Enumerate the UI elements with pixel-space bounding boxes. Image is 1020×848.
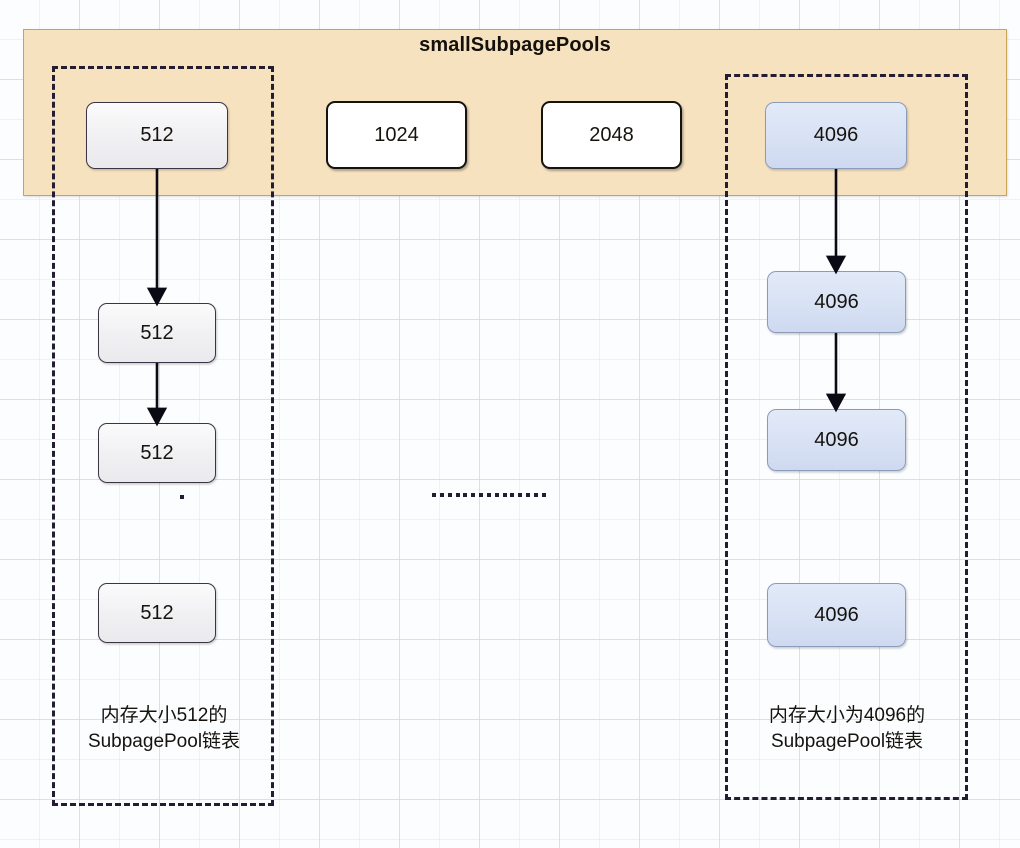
chain-node-512-2[interactable]: 512 bbox=[98, 423, 216, 483]
header-node-1024[interactable]: 1024 bbox=[326, 101, 467, 169]
ellipsis-dot bbox=[463, 493, 468, 497]
node-label: 512 bbox=[140, 441, 174, 464]
caption-subpage-pool-4096: 内存大小为4096的 SubpagePool链表 bbox=[768, 705, 926, 753]
subpage-pool-512-group bbox=[52, 66, 274, 806]
ellipsis-dot bbox=[447, 493, 452, 497]
chain-node-512-3[interactable]: 512 bbox=[98, 583, 216, 643]
ellipsis-dot bbox=[510, 493, 515, 497]
ellipsis-dot bbox=[471, 493, 476, 497]
ellipsis-dot bbox=[541, 493, 546, 497]
ellipsis-dot bbox=[518, 493, 523, 497]
ellipsis-dot bbox=[455, 493, 460, 497]
chain-node-512-1[interactable]: 512 bbox=[98, 303, 216, 363]
chain-node-4096-1[interactable]: 4096 bbox=[767, 271, 906, 333]
node-label: 4096 bbox=[813, 124, 859, 146]
ellipsis-dot bbox=[432, 493, 436, 497]
ellipsis-dot bbox=[502, 493, 507, 497]
chain-node-4096-3[interactable]: 4096 bbox=[767, 583, 906, 647]
node-label: 1024 bbox=[374, 123, 419, 146]
header-node-512[interactable]: 512 bbox=[86, 102, 228, 169]
ellipsis-dot-left bbox=[180, 495, 184, 499]
banner-title: smallSubpagePools bbox=[419, 34, 611, 56]
ellipsis-dot bbox=[479, 493, 484, 497]
header-node-2048[interactable]: 2048 bbox=[541, 101, 682, 169]
node-label: 4096 bbox=[814, 603, 859, 626]
ellipsis-dot bbox=[494, 493, 499, 497]
ellipsis-dot bbox=[533, 493, 538, 497]
node-label: 4096 bbox=[814, 290, 859, 313]
node-label: 2048 bbox=[589, 123, 634, 146]
header-node-4096[interactable]: 4096 bbox=[765, 102, 907, 169]
ellipsis-dot bbox=[439, 493, 444, 497]
node-label: 512 bbox=[140, 601, 174, 624]
ellipsis-dots-center bbox=[432, 492, 546, 498]
node-label: 512 bbox=[140, 124, 174, 146]
ellipsis-dot bbox=[486, 493, 491, 497]
caption-subpage-pool-512: 内存大小512的 SubpagePool链表 bbox=[87, 705, 241, 753]
node-label: 512 bbox=[140, 321, 174, 344]
subpage-pool-4096-group bbox=[725, 74, 968, 800]
chain-node-4096-2[interactable]: 4096 bbox=[767, 409, 906, 471]
node-label: 4096 bbox=[814, 428, 859, 451]
ellipsis-dot bbox=[526, 493, 531, 497]
